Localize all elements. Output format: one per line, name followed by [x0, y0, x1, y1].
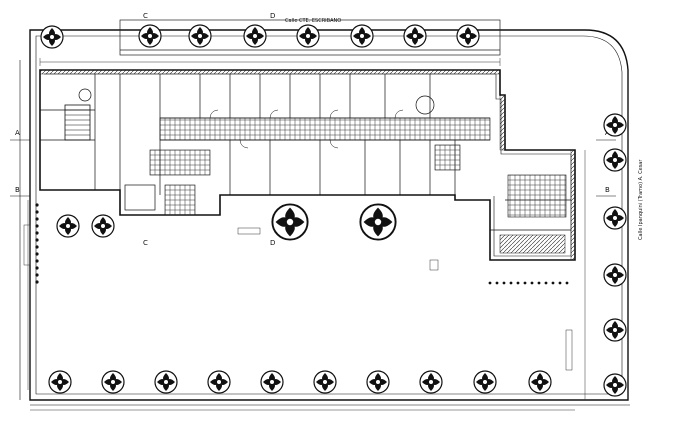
svg-text:D: D	[270, 12, 275, 20]
svg-text:C: C	[143, 239, 148, 247]
dimension-lines	[27, 58, 586, 411]
section-mark-d-top: D	[270, 12, 275, 20]
trees-right	[603, 113, 627, 397]
street-top-label: Calle CTE. ESCRIBANO	[285, 18, 341, 24]
svg-text:C: C	[143, 12, 148, 20]
svg-text:A: A	[15, 129, 20, 137]
top-sidewalk	[119, 19, 501, 56]
street-right-label: Calle Ipanquini (Tramo) A. Cesar	[638, 159, 644, 240]
lot-boundary	[19, 29, 630, 406]
trees-bottom	[48, 370, 552, 394]
svg-text:B: B	[605, 186, 610, 194]
trees-yard	[56, 203, 397, 241]
section-mark-c-top: C	[143, 12, 148, 20]
section-mark-d-bottom: D	[270, 239, 275, 247]
trees-top	[40, 24, 480, 49]
section-mark-b-left: B	[10, 186, 30, 197]
section-mark-b-right: B	[596, 186, 616, 197]
svg-text:D: D	[270, 239, 275, 247]
section-mark-a-left: A	[10, 129, 30, 141]
yard-details	[23, 224, 573, 371]
dotted-markers	[35, 203, 569, 285]
svg-text:B: B	[15, 186, 20, 194]
section-mark-c-bottom: C	[143, 239, 148, 247]
building	[39, 69, 576, 261]
